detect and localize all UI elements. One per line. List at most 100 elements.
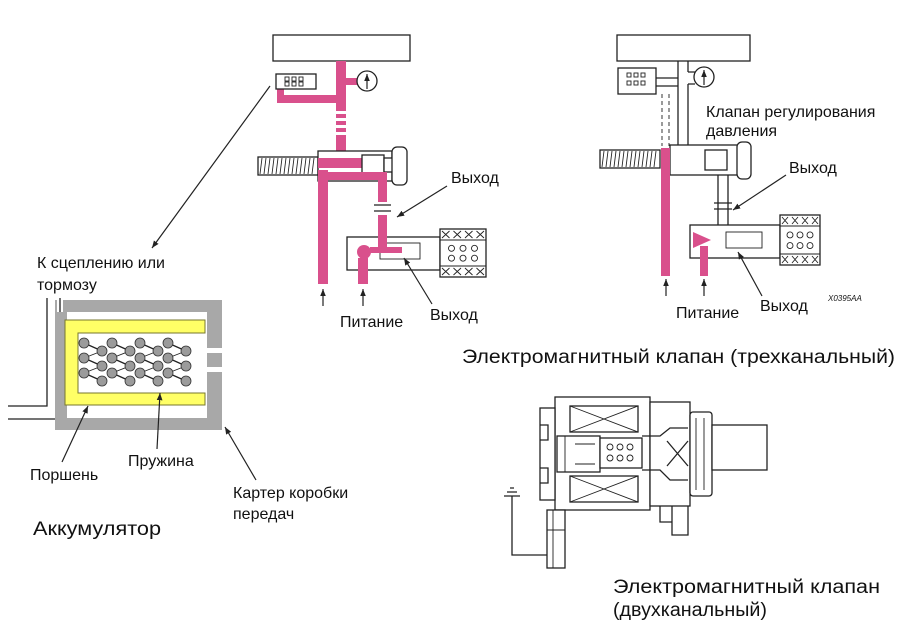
spring-coil-line (291, 157, 295, 175)
accumulator-channel (656, 77, 678, 87)
coil-winding-cross (781, 216, 789, 225)
mini-valve-port (298, 81, 304, 87)
solenoid-coil (779, 214, 821, 266)
pilot-line-dashed (661, 94, 670, 146)
supply-label: Питание (340, 314, 403, 331)
valve-plunger-head (736, 141, 752, 180)
coil-winding-cross (811, 255, 819, 264)
spring-wire-section (106, 337, 118, 349)
spring-wire-section (152, 345, 164, 357)
spring-wire-section (78, 337, 90, 349)
accumulator-spring (78, 337, 192, 387)
valve-spool-land (704, 149, 728, 171)
spring-wire-section (152, 375, 164, 387)
coil-winding-cross (801, 216, 809, 225)
mini-valve-port (291, 76, 297, 82)
valve-ball-cross (666, 440, 689, 467)
valve-body (669, 144, 739, 176)
spring-coil-line (649, 150, 653, 168)
coil-winding-cross (476, 267, 485, 276)
spring-wire-section (152, 360, 164, 372)
spring-coil-line (295, 157, 299, 175)
spring-wire-section (96, 375, 108, 387)
solenoid-check-ball (693, 232, 711, 248)
valve-stem (671, 506, 689, 536)
spring-wire-section (96, 345, 108, 357)
armature-spring-turn (459, 254, 467, 262)
mini-valve-port (640, 72, 646, 78)
spring-wire-section (106, 367, 118, 379)
solenoid-inner-port (725, 231, 763, 249)
fluid-main-line (336, 61, 346, 111)
spring-wire-section (162, 367, 174, 379)
outlet-shaft (711, 424, 768, 471)
fluid-supply-line-2 (700, 246, 708, 276)
mini-valve-port (284, 81, 290, 87)
case-leader (224, 426, 257, 481)
mini-valve-port (633, 72, 639, 78)
spring-wire-section (106, 352, 118, 364)
spring-coil-line (311, 157, 315, 175)
piston-leader (61, 405, 89, 463)
coil-winding-cross (441, 267, 450, 276)
spring-coil-line (645, 150, 649, 168)
armature-spring-turn (459, 244, 467, 252)
fluid-line-to-accumulator (277, 95, 345, 103)
two-channel-caption-line1: Электромагнитный клапан (613, 577, 880, 598)
output-label-upper: Выход (789, 160, 838, 177)
armature-spring-turn (806, 242, 814, 250)
armature-spring-turn (796, 242, 804, 250)
coil-winding-cross (791, 216, 799, 225)
mini-valve-port (626, 80, 632, 86)
spring-turn (606, 443, 614, 451)
spring-wire-section (180, 375, 192, 387)
output-label-lower: Выход (430, 307, 479, 324)
spring-turn (626, 454, 634, 462)
spring-wire-section (180, 360, 192, 372)
solenoid-plunger (599, 437, 643, 469)
valve-passages (642, 427, 688, 481)
three-channel-valve-de-energized: Клапан регулирования давления Выход Пита… (599, 34, 875, 322)
two-channel-caption-line2: (двухканальный) (613, 600, 767, 621)
armature-spring-turn (471, 244, 478, 252)
fluid-valve-chamber (318, 158, 362, 168)
coil-housing (439, 228, 487, 278)
spring-wire-section (124, 345, 136, 357)
case-port-gap-upper (205, 348, 223, 353)
mini-valve-port (633, 80, 639, 86)
pressure-valve-label-line1: Клапан регулирования (706, 104, 875, 121)
fluid-supply-line-1 (661, 148, 670, 276)
mini-valve-port (291, 81, 297, 87)
spring-coil-line (613, 150, 617, 168)
outlet-collar-detail (695, 418, 705, 490)
spring-coil-line (621, 150, 625, 168)
to-clutch-label-line1: К сцеплению или (37, 255, 165, 272)
armature-spring-turn (786, 242, 794, 250)
case-label-line2: передач (233, 506, 294, 523)
three-channel-caption: Электромагнитный клапан (трехканальный) (462, 347, 895, 368)
upper-coil (569, 405, 639, 433)
fluid-solenoid-passage (370, 247, 402, 253)
mini-valve-port (284, 76, 290, 82)
spring-coil-line (307, 157, 311, 175)
spring-turn (616, 443, 624, 451)
spring-wire-section (134, 367, 146, 379)
ground-icon (504, 487, 520, 497)
coil-winding-cross (811, 216, 819, 225)
stator-core (556, 435, 601, 473)
fluid-main-line-lower (336, 135, 346, 155)
spring-wire-section (78, 367, 90, 379)
pressure-channel (677, 61, 689, 146)
spring-coil-line (629, 150, 633, 168)
spring-coil-line (605, 150, 609, 168)
valve-seat-block (649, 401, 691, 507)
spring-coil-line (303, 157, 307, 175)
accumulator-caption: Аккумулятор (33, 519, 161, 540)
spring-wire-section (124, 360, 136, 372)
spring-coil-line (641, 150, 645, 168)
fluid-main-line-dash (336, 128, 346, 132)
spring-leader (156, 392, 163, 450)
spring-coil-line (283, 157, 287, 175)
spring-coil-line (299, 157, 303, 175)
